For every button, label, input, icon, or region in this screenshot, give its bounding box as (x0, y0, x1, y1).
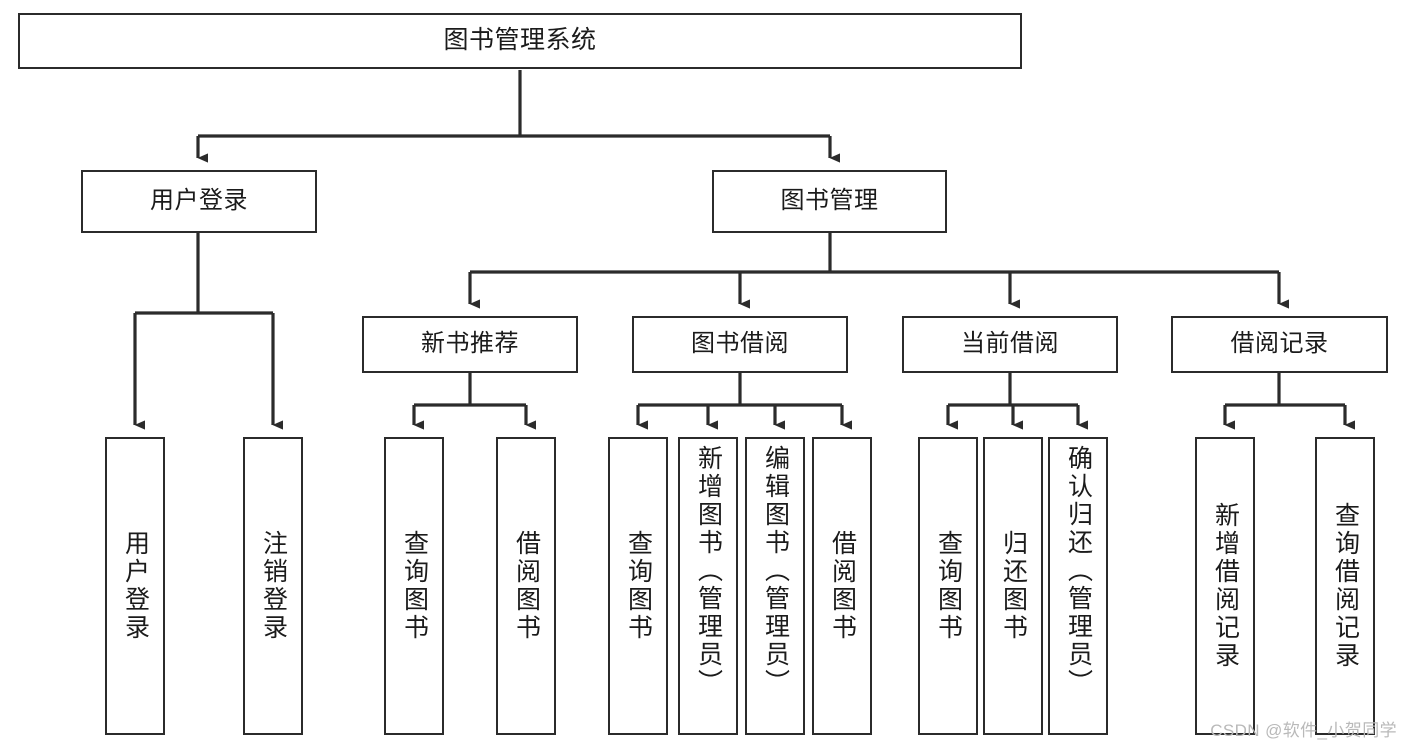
node-book-borrow[interactable]: 图书借阅 (632, 316, 848, 373)
node-leaf-logout[interactable]: 注销登录 (243, 437, 303, 735)
node-book-management[interactable]: 图书管理 (712, 170, 947, 233)
node-label: 借阅图书 (828, 530, 857, 642)
node-leaf-borrow-book-1[interactable]: 借阅图书 (496, 437, 556, 735)
node-leaf-user-login[interactable]: 用户登录 (105, 437, 165, 735)
node-label: 新增图书（管理员） (694, 445, 723, 697)
node-leaf-confirm-return[interactable]: 确认归还（管理员） (1048, 437, 1108, 735)
node-label: 新增借阅记录 (1211, 502, 1240, 670)
node-label: 归还图书 (999, 530, 1028, 642)
node-leaf-add-record[interactable]: 新增借阅记录 (1195, 437, 1255, 735)
node-label: 当前借阅 (961, 330, 1059, 358)
node-leaf-return-book[interactable]: 归还图书 (983, 437, 1043, 735)
node-leaf-borrow-book-2[interactable]: 借阅图书 (812, 437, 872, 735)
node-label: 新书推荐 (421, 330, 519, 358)
node-label: 借阅记录 (1230, 330, 1329, 358)
node-label: 图书借阅 (691, 330, 789, 358)
node-leaf-edit-book[interactable]: 编辑图书（管理员） (745, 437, 805, 735)
node-current-borrow[interactable]: 当前借阅 (902, 316, 1118, 373)
node-label: 确认归还（管理员） (1064, 445, 1093, 697)
node-label: 图书管理系统 (443, 26, 597, 55)
node-leaf-query-book-1[interactable]: 查询图书 (384, 437, 444, 735)
node-label: 注销登录 (259, 530, 288, 642)
node-label: 查询图书 (624, 530, 653, 642)
node-borrow-record[interactable]: 借阅记录 (1171, 316, 1388, 373)
node-label: 查询图书 (934, 530, 963, 642)
node-leaf-query-record[interactable]: 查询借阅记录 (1315, 437, 1375, 735)
node-label: 查询借阅记录 (1331, 502, 1360, 670)
node-leaf-query-book-3[interactable]: 查询图书 (918, 437, 978, 735)
node-label: 图书管理 (780, 187, 879, 215)
node-label: 编辑图书（管理员） (761, 445, 790, 697)
node-root-system[interactable]: 图书管理系统 (18, 13, 1022, 69)
node-leaf-query-book-2[interactable]: 查询图书 (608, 437, 668, 735)
node-label: 用户登录 (150, 187, 248, 215)
csdn-watermark: CSDN @软件_小贺同学 (1210, 721, 1397, 740)
node-new-book-recommend[interactable]: 新书推荐 (362, 316, 578, 373)
node-label: 借阅图书 (512, 530, 541, 642)
node-leaf-add-book[interactable]: 新增图书（管理员） (678, 437, 738, 735)
node-user-login[interactable]: 用户登录 (81, 170, 317, 233)
node-label: 查询图书 (400, 530, 429, 642)
node-label: 用户登录 (121, 530, 150, 642)
